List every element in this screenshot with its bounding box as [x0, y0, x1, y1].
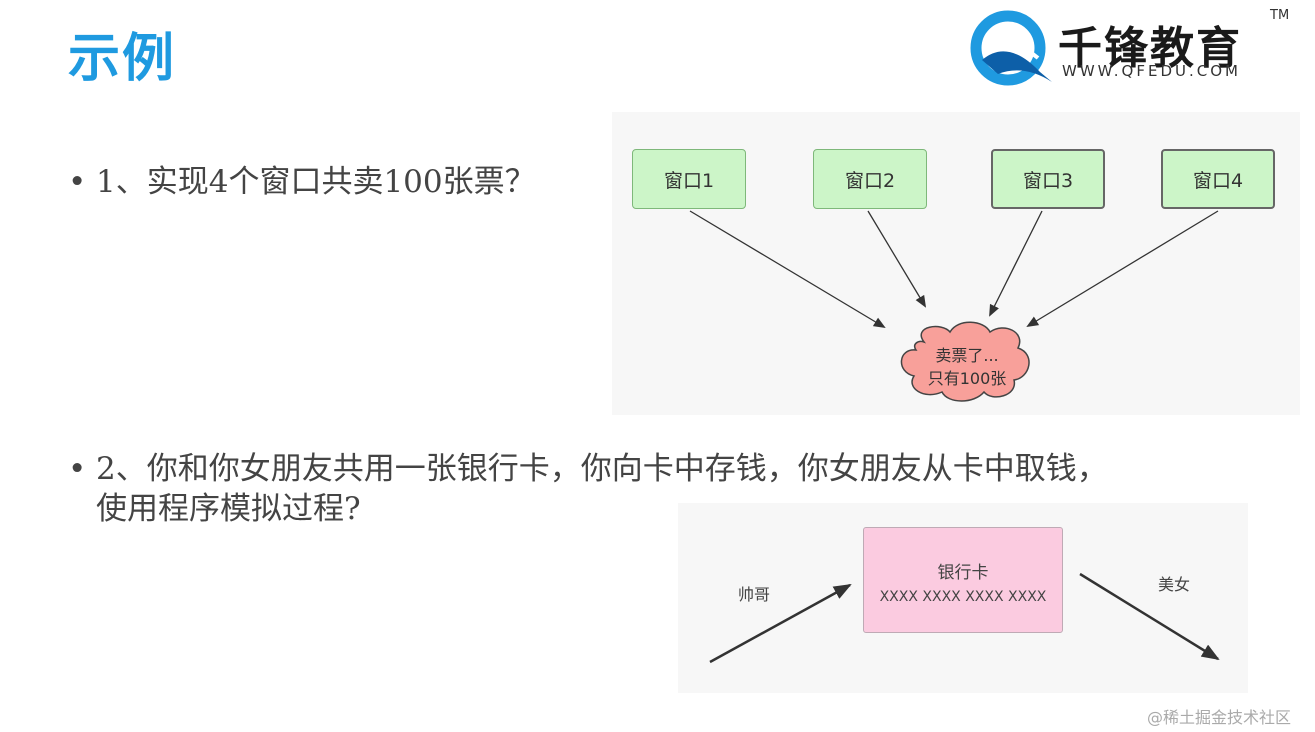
ticket-window-diagram: 窗口1 窗口2 窗口3 窗口4 卖票了... 只有100张 [612, 112, 1300, 415]
bullet-text-2-line-1: 2、你和你女朋友共用一张银行卡，你向卡中存钱，你女朋友从卡中取钱， [96, 451, 1108, 487]
slide-title: 示例 [68, 29, 177, 89]
bullet-text-1: 1、实现4个窗口共卖100张票？ [96, 164, 536, 200]
logo-swirl-icon [970, 10, 1052, 86]
bullet-text-2-line-2: 使用程序模拟过程? [96, 491, 361, 527]
bank-card-diagram: 帅哥 银行卡 XXXX XXXX XXXX XXXX 美女 [678, 503, 1248, 693]
window-box-4: 窗口4 [1161, 149, 1275, 209]
logo-url: WWW.QFEDU.COM [1062, 62, 1241, 80]
bank-arrows [709, 572, 1220, 664]
logo-brand-name: 千锋教育 [1058, 23, 1242, 74]
window-box-3: 窗口3 [991, 149, 1105, 209]
window-box-1: 窗口1 [632, 149, 746, 209]
bullet-dot: • [68, 451, 87, 487]
cloud-shape [900, 321, 1030, 402]
window-box-2: 窗口2 [813, 149, 927, 209]
ticket-arrows [689, 210, 1219, 402]
bank-card-name: 银行卡 [937, 563, 989, 583]
cloud-line-2: 只有100张 [927, 369, 1007, 388]
bank-card-number: XXXX XXXX XXXX XXXX [879, 589, 1047, 605]
cloud-line-1: 卖票了... [935, 346, 999, 365]
bank-card: 银行卡 XXXX XXXX XXXX XXXX [863, 527, 1063, 633]
bullet-dot: • [68, 164, 87, 200]
left-person-label: 帅哥 [738, 585, 771, 604]
bullet-item-1: • 1、实现4个窗口共卖100张票？ [68, 162, 536, 202]
cloud-label: 卖票了... 只有100张 [912, 344, 1022, 390]
right-person-label: 美女 [1158, 575, 1191, 594]
qfedu-logo: 千锋教育 WWW.QFEDU.COM TM [968, 8, 1298, 88]
logo-trademark: TM [1270, 8, 1290, 23]
bullet-item-2: • 2、你和你女朋友共用一张银行卡，你向卡中存钱，你女朋友从卡中取钱， 使用程序… [68, 449, 1276, 529]
watermark: @稀土掘金技术社区 [1147, 708, 1292, 727]
